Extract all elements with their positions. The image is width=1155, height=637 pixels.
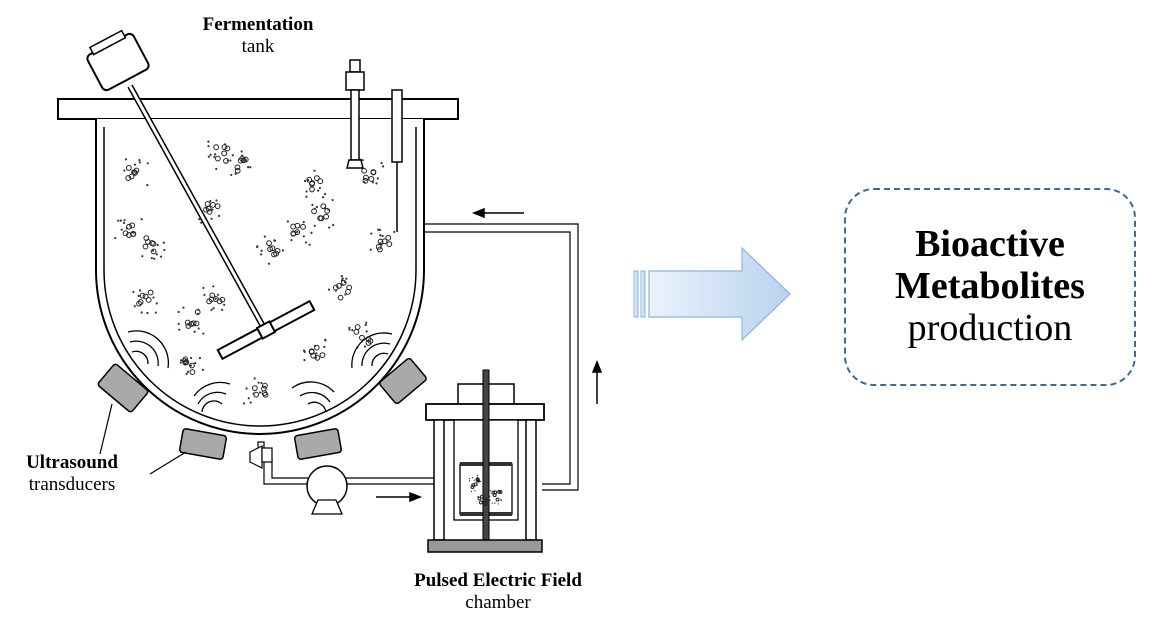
output-arrow — [633, 246, 791, 342]
ultrasound-label-title: Ultrasound — [26, 452, 118, 473]
tank-label-title: Fermentation — [202, 14, 314, 35]
pef-label: Pulsed Electric Field chamber — [378, 570, 618, 614]
tank-label: Fermentation tank — [188, 14, 328, 58]
recirculation-loop — [249, 223, 579, 491]
tank-inner-wall — [103, 127, 417, 427]
ultrasound-waves — [127, 330, 393, 413]
flow-arrows — [376, 207, 603, 503]
pef-chamber — [425, 369, 545, 553]
ultrasound-label: Ultrasound transducers — [10, 452, 134, 496]
result-line-1: Bioactive — [915, 223, 1065, 266]
tank-outer-wall — [95, 119, 425, 435]
pef-label-sub: chamber — [465, 591, 531, 613]
stirrer — [86, 29, 316, 361]
ultrasound-label-sub: transducers — [28, 473, 116, 495]
pef-cell-clusters — [468, 474, 503, 507]
result-line-3: production — [907, 306, 1073, 349]
tank-label-sub: tank — [241, 35, 275, 57]
result-line-2: Metabolites — [895, 265, 1085, 308]
pef-label-title: Pulsed Electric Field — [414, 570, 582, 591]
cell-clusters — [114, 140, 396, 405]
ultrasound-transducers — [97, 357, 427, 475]
tank-probes — [345, 59, 403, 232]
result-box: Bioactive Metabolites production — [844, 188, 1136, 386]
pump — [306, 465, 348, 515]
